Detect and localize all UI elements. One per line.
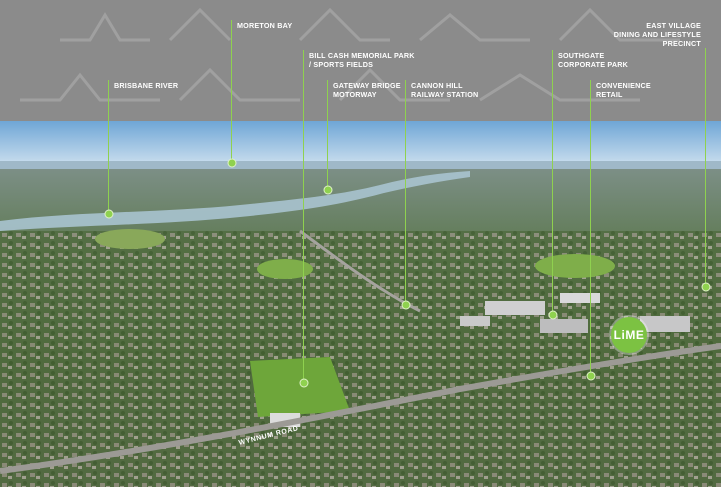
- marker-convenience: [586, 371, 595, 381]
- label-east-village: EAST VILLAGE DINING AND LIFESTYLE PRECIN…: [613, 21, 701, 48]
- label-cannon-hill: CANNON HILL RAILWAY STATION: [411, 81, 479, 99]
- label-moreton-bay: MORETON BAY: [237, 21, 293, 30]
- aerial-photo: [0, 121, 721, 487]
- leader-gateway: [327, 80, 329, 190]
- marker-moreton-bay: [227, 158, 236, 168]
- lime-logo: LiME: [611, 317, 647, 353]
- watermark-pattern: [20, 7, 680, 102]
- marker-east-village: [701, 282, 710, 292]
- leader-bill-cash: [303, 50, 305, 383]
- leader-east-village: [705, 48, 707, 287]
- marker-bill-cash: [299, 378, 308, 388]
- label-convenience-retail: CONVENIENCE RETAIL: [596, 81, 651, 99]
- marker-gateway: [323, 185, 332, 195]
- leader-moreton-bay: [231, 20, 233, 163]
- label-southgate: SOUTHGATE CORPORATE PARK: [558, 51, 629, 69]
- leader-brisbane-river: [108, 80, 110, 214]
- lime-logo-text: LiME: [613, 328, 645, 342]
- marker-cannon-hill: [401, 300, 410, 310]
- label-gateway-bridge: GATEWAY BRIDGE MOTORWAY: [333, 81, 401, 99]
- label-bill-cash-park: BILL CASH MEMORIAL PARK / SPORTS FIELDS: [309, 51, 415, 69]
- leader-cannon-hill: [405, 80, 407, 305]
- marker-brisbane-river: [104, 209, 113, 219]
- header-band: [0, 0, 721, 121]
- label-brisbane-river: BRISBANE RIVER: [114, 81, 179, 90]
- leader-convenience: [590, 80, 592, 376]
- leader-southgate: [552, 50, 554, 315]
- marker-southgate: [548, 310, 557, 320]
